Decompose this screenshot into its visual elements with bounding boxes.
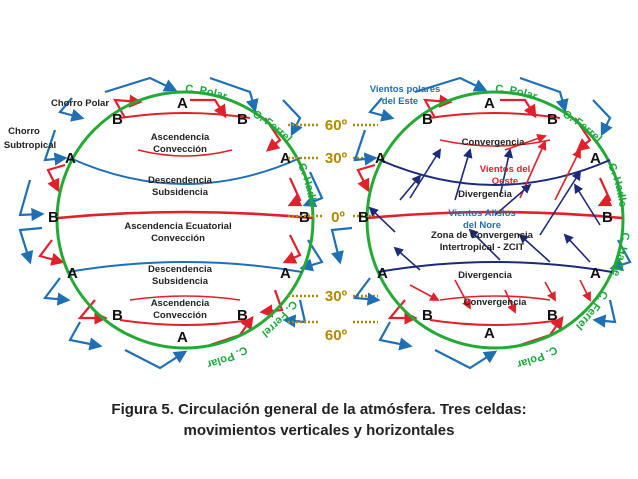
pressure-low: B	[112, 307, 123, 324]
latitude-eq-label: 0º	[331, 209, 345, 226]
left-desc-bot-curve	[67, 261, 303, 273]
vientos-oeste-label-1: Vientos del	[480, 164, 531, 175]
pressure-high: A	[177, 329, 188, 346]
latitude-s60-label: 60º	[325, 327, 348, 344]
pressure-high: A	[375, 150, 386, 167]
left-globe-outline	[55, 90, 315, 350]
chorro-polar-label: Chorro Polar	[51, 98, 109, 109]
pressure-low: B	[237, 111, 248, 128]
pressure-low: B	[358, 209, 369, 226]
left-asc-bot-curve	[129, 295, 241, 301]
pressure-high: A	[65, 150, 76, 167]
pressure-low: B	[299, 209, 310, 226]
latitude-n60-label: 60º	[325, 117, 348, 134]
convergencia-top-label: Convergencia	[462, 137, 526, 148]
left-polar-south-line	[119, 319, 251, 326]
divergencia-top-label: Divergencia	[458, 189, 513, 200]
right-conv-bot-curve	[439, 295, 551, 301]
zcit-label-2: Intertropical - ZCIT	[440, 242, 525, 253]
vientos-oeste-label-2: Oeste	[492, 176, 518, 187]
right-wind-arrows	[368, 134, 601, 314]
chorro-subtropical-label-2: Subtropical	[4, 140, 56, 151]
pressure-low: B	[48, 209, 59, 226]
left-jet-polar-line	[119, 112, 251, 119]
pressure-low: B	[422, 307, 433, 324]
cell-label-polar: C. Polar	[515, 343, 559, 370]
right-polar-south-line	[429, 319, 561, 326]
desc-top-label-1: Descendencia	[148, 175, 213, 186]
cell-label-ferrel: C. Ferrel	[573, 289, 610, 332]
alisios-label-1: Vientos Alisios	[448, 208, 516, 219]
cell-label-polar: C. Polar	[205, 343, 249, 370]
right-globe-outline	[365, 90, 625, 350]
right-outer-circulation-arrows	[330, 76, 632, 370]
pressure-high: A	[280, 265, 291, 282]
chorro-subtropical-label-1: Chorro	[8, 126, 40, 137]
left-globe: A B B A A B B A A B B A Chorro Polar Cho…	[0, 0, 324, 370]
vientos-polares-label-2: del Este	[382, 96, 418, 107]
asc-eq-label-1: Ascendencia Ecuatorial	[124, 221, 231, 232]
left-equator-line	[57, 210, 313, 220]
right-div-top-curve	[379, 159, 611, 186]
pressure-high: A	[590, 150, 601, 167]
asc-top-label-1: Ascendencia	[151, 132, 210, 143]
pressure-high: A	[484, 325, 495, 342]
asc-bot-label-1: Ascendencia	[151, 298, 210, 309]
left-asc-top-curve	[137, 149, 233, 157]
latitude-n30-label: 30º	[325, 150, 348, 167]
desc-top-label-2: Subsidencia	[152, 187, 209, 198]
asc-eq-label-2: Convección	[151, 233, 205, 244]
convergencia-bot-label: Convergencia	[464, 297, 528, 308]
pressure-high: A	[484, 95, 495, 112]
cell-label-ferrel: C. Ferrel	[251, 108, 294, 145]
asc-top-label-2: Convección	[153, 144, 207, 155]
pressure-high: A	[377, 265, 388, 282]
right-polar-north-line	[429, 112, 561, 119]
pressure-low: B	[112, 111, 123, 128]
pressure-high: A	[177, 95, 188, 112]
figure-caption-line-1: Figura 5. Circulación general de la atmó…	[111, 401, 527, 418]
pressure-low: B	[237, 307, 248, 324]
desc-bot-label-1: Descendencia	[148, 264, 213, 275]
divergencia-bot-label: Divergencia	[458, 270, 513, 281]
zcit-label-1: Zona de Convergencia	[431, 230, 534, 241]
right-div-bot-curve	[377, 261, 613, 273]
pressure-high: A	[590, 265, 601, 282]
figure-caption-line-2: movimientos verticales y horizontales	[183, 422, 455, 439]
desc-bot-label-2: Subsidencia	[152, 276, 209, 287]
latitude-s30-label: 30º	[325, 288, 348, 305]
pressure-high: A	[67, 265, 78, 282]
pressure-low: B	[602, 209, 613, 226]
vientos-polares-label-1: Vientos polares	[370, 84, 441, 95]
pressure-low: B	[547, 111, 558, 128]
right-equator-line	[367, 210, 623, 220]
cell-label-ferrel: C. Ferrel	[561, 108, 604, 145]
pressure-low: B	[422, 111, 433, 128]
left-desc-top-curve	[69, 157, 301, 185]
pressure-low: B	[547, 307, 558, 324]
asc-bot-label-2: Convección	[153, 310, 207, 321]
pressure-high: A	[280, 150, 291, 167]
alisios-label-2: del Nore	[463, 220, 501, 231]
